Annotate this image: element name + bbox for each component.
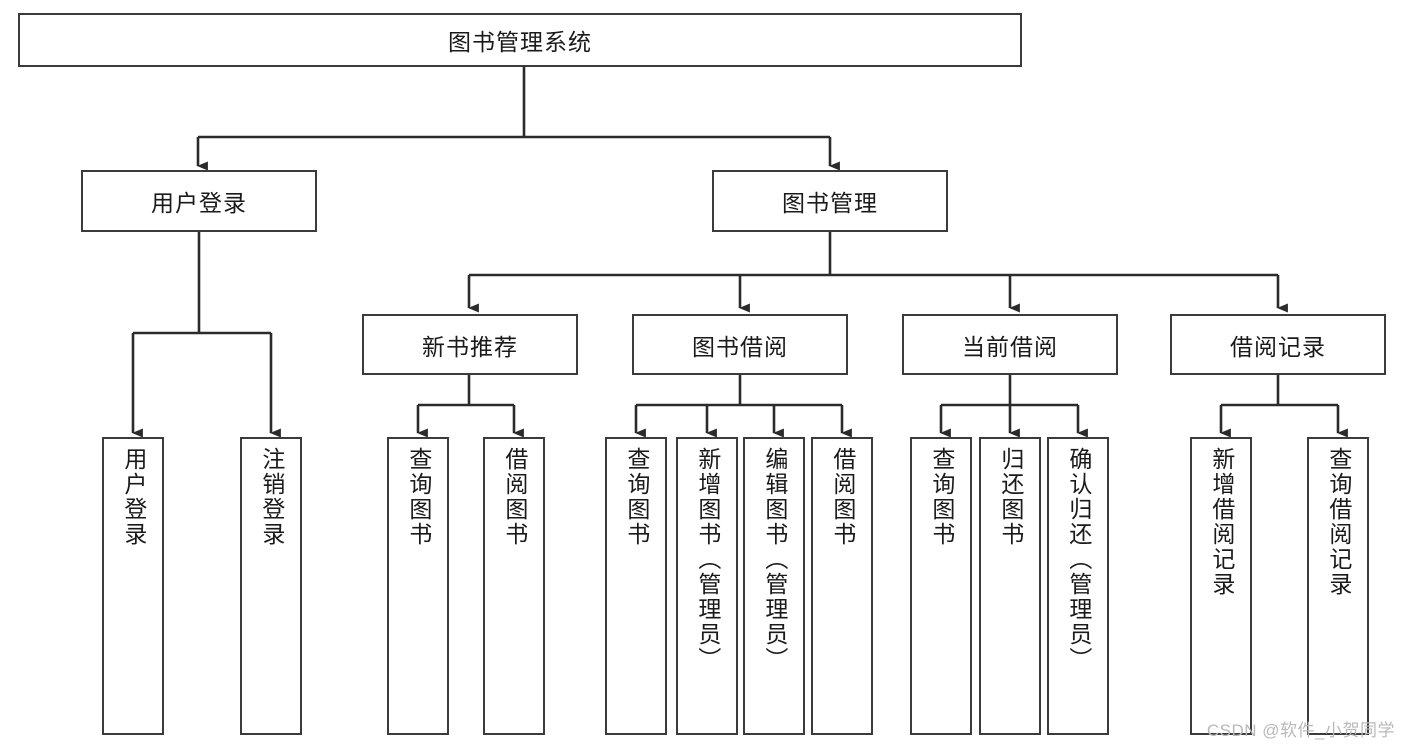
node-root[interactable]: 图书管理系统 bbox=[18, 13, 1022, 67]
node-leaf-borrow-book-2-label: 借阅图书 bbox=[829, 447, 856, 547]
node-leaf-edit-book-label: 编辑图书（管理员） bbox=[761, 447, 788, 672]
node-leaf-confirm-return-label: 确认归还（管理员） bbox=[1065, 447, 1092, 672]
node-new-book-recommend[interactable]: 新书推荐 bbox=[362, 314, 578, 375]
watermark: CSDN @软件_小贺同学 bbox=[1206, 721, 1395, 740]
node-leaf-query-record[interactable]: 查询借阅记录 bbox=[1307, 437, 1369, 735]
node-current-borrow[interactable]: 当前借阅 bbox=[902, 314, 1118, 375]
node-leaf-return-book[interactable]: 归还图书 bbox=[979, 437, 1041, 735]
node-user-login[interactable]: 用户登录 bbox=[81, 170, 317, 232]
node-leaf-logout-login-label: 注销登录 bbox=[258, 447, 285, 547]
node-leaf-confirm-return[interactable]: 确认归还（管理员） bbox=[1047, 437, 1109, 735]
node-leaf-query-book-1[interactable]: 查询图书 bbox=[387, 437, 449, 735]
node-root-label: 图书管理系统 bbox=[448, 29, 592, 55]
node-book-manage-label: 图书管理 bbox=[782, 190, 878, 216]
node-current-borrow-label: 当前借阅 bbox=[962, 333, 1058, 360]
node-leaf-add-record-label: 新增借阅记录 bbox=[1208, 447, 1235, 597]
node-leaf-query-book-1-label: 查询图书 bbox=[405, 447, 432, 547]
node-book-manage[interactable]: 图书管理 bbox=[712, 170, 948, 232]
node-leaf-borrow-book-1-label: 借阅图书 bbox=[501, 447, 528, 547]
node-leaf-edit-book[interactable]: 编辑图书（管理员） bbox=[743, 437, 805, 735]
node-leaf-add-book[interactable]: 新增图书（管理员） bbox=[676, 437, 738, 735]
node-book-borrow[interactable]: 图书借阅 bbox=[632, 314, 848, 375]
node-user-login-label: 用户登录 bbox=[151, 190, 247, 216]
node-leaf-query-book-2[interactable]: 查询图书 bbox=[605, 437, 667, 735]
node-leaf-add-book-label: 新增图书（管理员） bbox=[694, 447, 721, 672]
node-leaf-user-login[interactable]: 用户登录 bbox=[102, 437, 164, 735]
node-borrow-record-label: 借阅记录 bbox=[1230, 333, 1326, 360]
node-book-borrow-label: 图书借阅 bbox=[692, 333, 788, 360]
node-leaf-query-book-2-label: 查询图书 bbox=[623, 447, 650, 547]
node-leaf-borrow-book-2[interactable]: 借阅图书 bbox=[811, 437, 873, 735]
node-leaf-add-record[interactable]: 新增借阅记录 bbox=[1190, 437, 1252, 735]
node-leaf-query-book-3[interactable]: 查询图书 bbox=[910, 437, 972, 735]
node-leaf-query-record-label: 查询借阅记录 bbox=[1325, 447, 1352, 597]
node-leaf-return-book-label: 归还图书 bbox=[997, 447, 1024, 547]
node-leaf-borrow-book-1[interactable]: 借阅图书 bbox=[483, 437, 545, 735]
node-leaf-user-login-label: 用户登录 bbox=[120, 447, 147, 547]
node-borrow-record[interactable]: 借阅记录 bbox=[1170, 314, 1386, 375]
node-new-book-recommend-label: 新书推荐 bbox=[422, 333, 518, 360]
node-leaf-query-book-3-label: 查询图书 bbox=[928, 447, 955, 547]
node-leaf-logout-login[interactable]: 注销登录 bbox=[240, 437, 302, 735]
